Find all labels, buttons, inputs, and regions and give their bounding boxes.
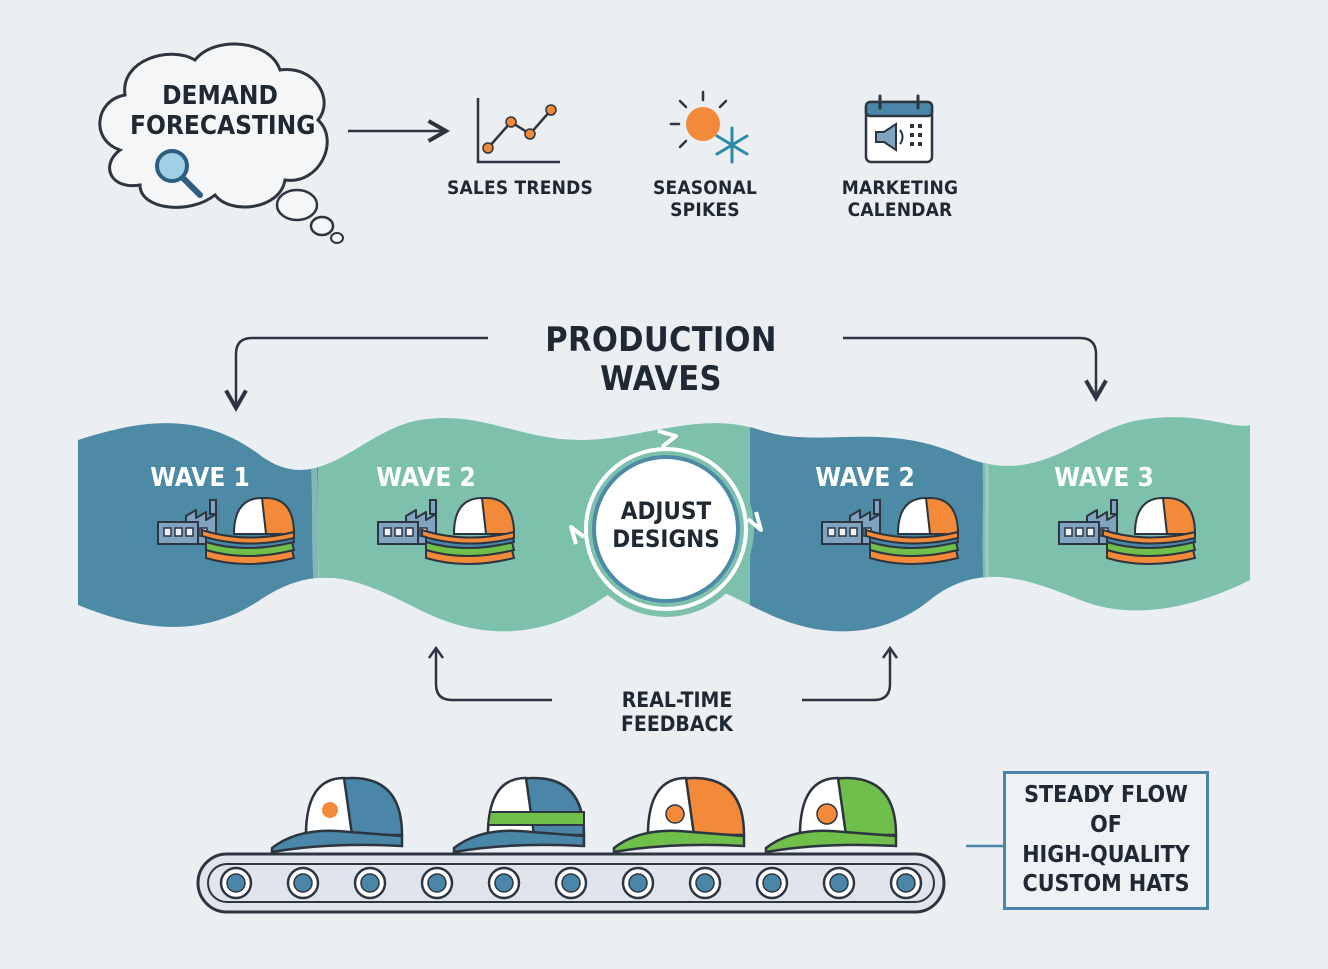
conveyor-rollers (219, 866, 923, 900)
production-arrows (224, 336, 1108, 413)
input-label-seasonal-spikes: Seasonal Spikes (652, 177, 758, 221)
thought-cloud (98, 42, 344, 244)
output-box: Steady Flow of High-Quality Custom Hats (1003, 771, 1209, 910)
conveyor-roller-hub (427, 873, 447, 893)
wave-label-4: Wave 3 (1054, 463, 1154, 493)
conveyor-roller-hub (829, 873, 849, 893)
adjust-designs-label: Adjust Designs (612, 497, 720, 553)
magnifier-icon (155, 149, 203, 198)
conveyor-roller-hub (293, 873, 313, 893)
input-label-sales-trends: Sales Trends (446, 177, 594, 199)
conveyor-roller-hub (896, 873, 916, 893)
hat-blue-stars (270, 776, 404, 854)
wave-label-1: Wave 1 (150, 463, 250, 493)
conveyor-roller-hub (695, 873, 715, 893)
hat-green-emblem (764, 776, 898, 854)
conveyor-belt (196, 852, 946, 914)
conveyor-roller-hub (494, 873, 514, 893)
feedback-arrowhead-left (427, 645, 445, 659)
feedback-arrowhead-right (881, 645, 899, 659)
production-title: Production Waves (492, 320, 830, 400)
output-label: Steady Flow of High-Quality Custom Hats (1022, 781, 1190, 898)
wave-label-3: Wave 2 (815, 463, 915, 493)
conveyor-roller-hub (360, 873, 380, 893)
conveyor-roller-hub (762, 873, 782, 893)
conveyor-roller-hub (226, 873, 246, 893)
input-label-marketing-calendar: Marketing Calendar (841, 177, 959, 221)
forecast-title: Demand Forecasting (130, 81, 316, 141)
adjust-designs-cycle (569, 429, 763, 617)
sun-snowflake-icon (669, 90, 749, 164)
calendar-megaphone-icon (864, 94, 934, 164)
hat-blue-stripe (452, 776, 586, 854)
conveyor-roller-hub (561, 873, 581, 893)
line-chart-icon (476, 98, 560, 164)
wave-label-2: Wave 2 (376, 463, 476, 493)
conveyor-roller-hub (628, 873, 648, 893)
feedback-arrows (434, 650, 892, 702)
feedback-label: Real-Time Feedback (552, 688, 802, 737)
hat-orange-sun (612, 776, 746, 854)
